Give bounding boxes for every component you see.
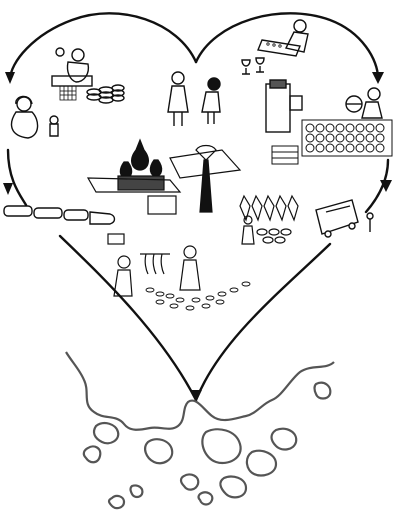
- island-11: [129, 484, 144, 499]
- goods-tray: [301, 119, 393, 157]
- woman-with-child: [10, 95, 59, 139]
- heart-right-lower: [194, 158, 390, 402]
- stacked-bowls: [86, 84, 125, 104]
- minibus-body: [315, 199, 359, 235]
- round-goods: [305, 123, 385, 153]
- train-car-2: [33, 207, 63, 219]
- minibus-wheel-back: [348, 222, 356, 230]
- arrow-head-bottom: [190, 390, 202, 402]
- worker-head: [293, 19, 307, 33]
- crate-bottom: [271, 145, 299, 165]
- monument-column: [199, 159, 213, 213]
- market-people: [113, 215, 255, 297]
- market-roof-left: [86, 177, 182, 193]
- sausages-rack: [140, 253, 170, 275]
- island-1: [92, 422, 120, 445]
- island-8: [179, 473, 200, 491]
- dome-right: [149, 159, 163, 177]
- arrow-head-left-mid: [3, 183, 13, 195]
- island-6: [82, 445, 102, 464]
- monument-top: [195, 144, 217, 161]
- worker-body-right: [361, 101, 383, 119]
- train-engine: [89, 211, 116, 225]
- island-2: [144, 438, 174, 465]
- bread-loaves: [256, 228, 292, 244]
- stall-cart: [147, 195, 177, 215]
- machine-body: [265, 83, 291, 133]
- minibus: [315, 199, 374, 238]
- heart-left-arc: [8, 12, 198, 82]
- person-b-head: [207, 77, 221, 91]
- island-3: [201, 428, 242, 465]
- heart-outline: [6, 12, 390, 402]
- market-vendor-with-bowls: [51, 47, 125, 104]
- vendor-body: [66, 61, 90, 83]
- onion-dome-church: [117, 138, 165, 191]
- person-a-body: [167, 85, 189, 113]
- machine-side: [289, 95, 303, 111]
- island-12: [313, 381, 332, 400]
- worker-table: [257, 39, 301, 57]
- train-car-3: [63, 209, 89, 221]
- arrow-head-left-top: [5, 72, 15, 84]
- church-walls: [117, 175, 165, 191]
- minibus-wheel-front: [324, 230, 332, 238]
- island-9: [219, 475, 248, 499]
- dome-main: [131, 138, 149, 171]
- worker-head-right: [367, 87, 381, 101]
- city-market-scene: [86, 144, 299, 311]
- vendor-head-2: [55, 47, 65, 57]
- arrow-head-right-mid: [380, 180, 392, 192]
- grid-crate: [59, 85, 77, 101]
- woman-body: [10, 111, 39, 139]
- workshop-with-machines: [265, 79, 383, 133]
- child-head: [49, 115, 59, 125]
- vendor-with-market-goods: [271, 119, 393, 165]
- person-working-at-table: [241, 19, 309, 75]
- hanging-clothes: [239, 194, 299, 222]
- two-people-talking: [167, 71, 221, 126]
- small-figure-head: [366, 212, 374, 220]
- coastline-main: [65, 351, 335, 431]
- cash-sign: [107, 233, 125, 245]
- heart-right-arc: [194, 12, 380, 80]
- worker-body: [284, 31, 309, 53]
- island-5: [270, 427, 298, 451]
- arrow-head-right-top: [372, 72, 384, 84]
- island-7: [107, 494, 126, 510]
- arrow-heads: [3, 72, 392, 402]
- market-roof-right: [169, 149, 242, 179]
- heart-left-lower: [6, 148, 198, 402]
- child-body: [49, 123, 59, 137]
- train-car-1: [3, 205, 33, 217]
- cobblestones: [145, 281, 251, 311]
- vendor-head: [71, 48, 85, 62]
- person-a-head: [171, 71, 185, 85]
- coastline-map: [65, 351, 335, 510]
- goblets: [241, 57, 265, 75]
- island-4: [245, 449, 278, 477]
- person-b-body: [201, 91, 221, 113]
- woman-hair: [15, 95, 33, 105]
- island-10: [197, 491, 214, 506]
- train: [3, 205, 116, 225]
- machine-top: [269, 79, 287, 89]
- table-items: [266, 42, 282, 48]
